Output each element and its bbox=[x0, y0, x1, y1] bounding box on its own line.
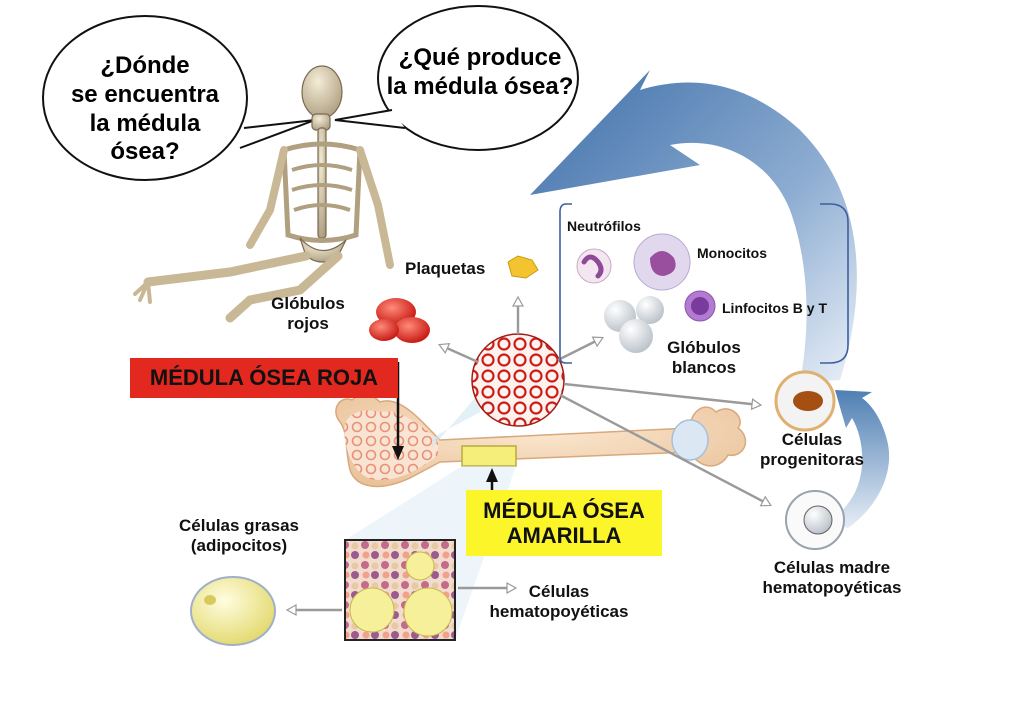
red-marrow-label: MÉDULA ÓSEA ROJA bbox=[130, 358, 398, 398]
lymphocytes-label: Linfocitos B y T bbox=[722, 300, 827, 316]
skeleton-illustration bbox=[133, 65, 394, 323]
speech-bubble-what bbox=[334, 5, 579, 151]
white-blood-cells-illustration bbox=[604, 296, 664, 353]
progenitor-cell-illustration bbox=[774, 370, 836, 432]
small-return-arrow bbox=[826, 390, 890, 528]
stem-cells-label: Células madre hematopoyéticas bbox=[762, 558, 902, 598]
platelets-label: Plaquetas bbox=[405, 259, 486, 278]
platelets-illustration bbox=[507, 255, 539, 279]
fat-cell-illustration bbox=[190, 576, 276, 646]
production-arrows bbox=[288, 298, 770, 610]
question-what-bone-marrow-produces: ¿Qué produce la médula ósea? bbox=[386, 44, 574, 100]
white-blood-cells-label: Glóbulos blancos bbox=[667, 338, 741, 378]
monocytes-label: Monocitos bbox=[697, 245, 767, 261]
neutrophil-illustration bbox=[576, 248, 612, 284]
fat-cells-label: Células grasas (adipocitos) bbox=[178, 516, 299, 556]
progenitor-cells-label: Células progenitoras bbox=[760, 430, 864, 470]
red-marrow-magnified bbox=[471, 333, 565, 427]
neutrophils-label: Neutrófilos bbox=[567, 218, 641, 234]
stem-cell-illustration bbox=[785, 490, 845, 550]
red-blood-cells-illustration bbox=[369, 298, 430, 343]
question-where-bone-marrow: ¿Dónde se encuentra la médula ósea? bbox=[70, 52, 220, 166]
monocyte-illustration bbox=[633, 233, 691, 291]
yellow-marrow-label: MÉDULA ÓSEA AMARILLA bbox=[466, 490, 662, 556]
white-cells-bracket bbox=[559, 203, 849, 364]
hematopoietic-cells-label: Células hematopoyéticas bbox=[489, 582, 629, 622]
big-return-arrow bbox=[530, 70, 857, 382]
red-blood-cells-label: Glóbulos rojos bbox=[271, 294, 345, 334]
speech-bubble-where bbox=[42, 15, 316, 181]
bone-illustration bbox=[335, 392, 747, 488]
lymphocyte-illustration bbox=[684, 290, 716, 322]
